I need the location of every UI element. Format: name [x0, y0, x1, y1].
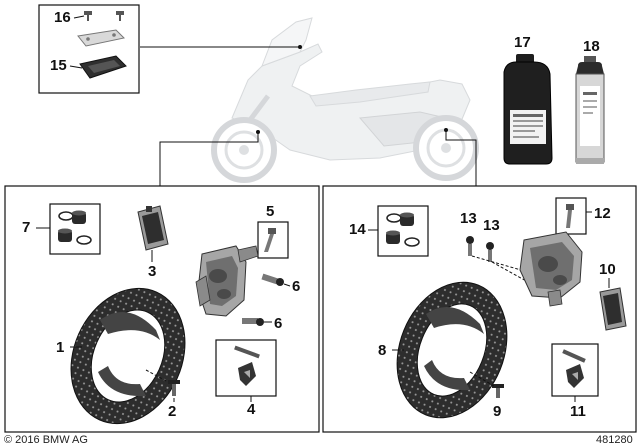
callout-10: 10 — [599, 261, 616, 278]
leader-line — [445, 130, 477, 186]
callout-7: 7 — [22, 219, 30, 236]
brake-disc-front — [70, 287, 186, 425]
caliper-bolt-front-upper — [261, 273, 284, 286]
mounting-kit-box-front — [215, 339, 277, 397]
copyright-text: © 2016 BMW AG — [4, 434, 88, 446]
callout-6-upper: 6 — [292, 278, 300, 295]
callout-14: 14 — [349, 221, 366, 238]
seal-kit-box-rear — [377, 205, 429, 257]
brake-pad-front — [137, 205, 169, 251]
bleed-valve-front — [264, 228, 276, 252]
scooter-illustration — [211, 17, 479, 183]
callout-12: 12 — [594, 205, 611, 222]
callout-2: 2 — [168, 403, 176, 420]
callout-13-right: 13 — [483, 217, 500, 234]
seal-kit-front — [58, 210, 92, 245]
brake-pad-rear — [599, 287, 627, 331]
callout-3: 3 — [148, 263, 156, 280]
rear-brake-group-box — [322, 185, 637, 433]
bleed-valve-box-rear — [555, 197, 587, 235]
callout-18: 18 — [583, 38, 600, 55]
callout-9: 9 — [493, 403, 501, 420]
callout-17: 17 — [514, 34, 531, 51]
front-brake-group-box — [4, 185, 320, 433]
reservoir-gasket — [79, 55, 127, 79]
callout-15: 15 — [50, 57, 67, 74]
callout-16: 16 — [54, 9, 71, 26]
mounting-kit-front — [234, 345, 260, 386]
callout-1: 1 — [56, 339, 64, 356]
master-cylinder-cover-box — [38, 4, 140, 94]
brake-caliper-front — [195, 245, 259, 317]
disc-screw-rear — [492, 384, 504, 398]
seal-kit-rear — [386, 212, 420, 247]
callout-5: 5 — [266, 203, 274, 220]
bleed-valve-rear — [566, 204, 574, 228]
diagram-number: 481280 — [596, 434, 633, 446]
caliper-bolt-front-lower — [242, 318, 264, 326]
brake-disc-rear — [396, 281, 508, 419]
caliper-bolt-rear-left — [466, 236, 474, 256]
callout-8: 8 — [378, 342, 386, 359]
reservoir-cover — [77, 29, 126, 47]
bleed-valve-box-front — [257, 221, 289, 259]
disc-screw-front — [168, 380, 180, 396]
brake-caliper-rear — [519, 231, 583, 307]
callout-6-lower: 6 — [274, 315, 282, 332]
brake-fluid-bottle — [503, 54, 553, 165]
caliper-bolt-rear-right — [486, 242, 494, 262]
leader-line — [159, 132, 259, 186]
seal-kit-box-front — [49, 203, 101, 255]
callout-13-left: 13 — [460, 210, 477, 227]
cover-screw — [84, 11, 124, 21]
callout-11: 11 — [570, 403, 586, 420]
spray-can — [575, 56, 605, 164]
mounting-kit-rear — [562, 349, 586, 388]
callout-4: 4 — [247, 401, 256, 418]
